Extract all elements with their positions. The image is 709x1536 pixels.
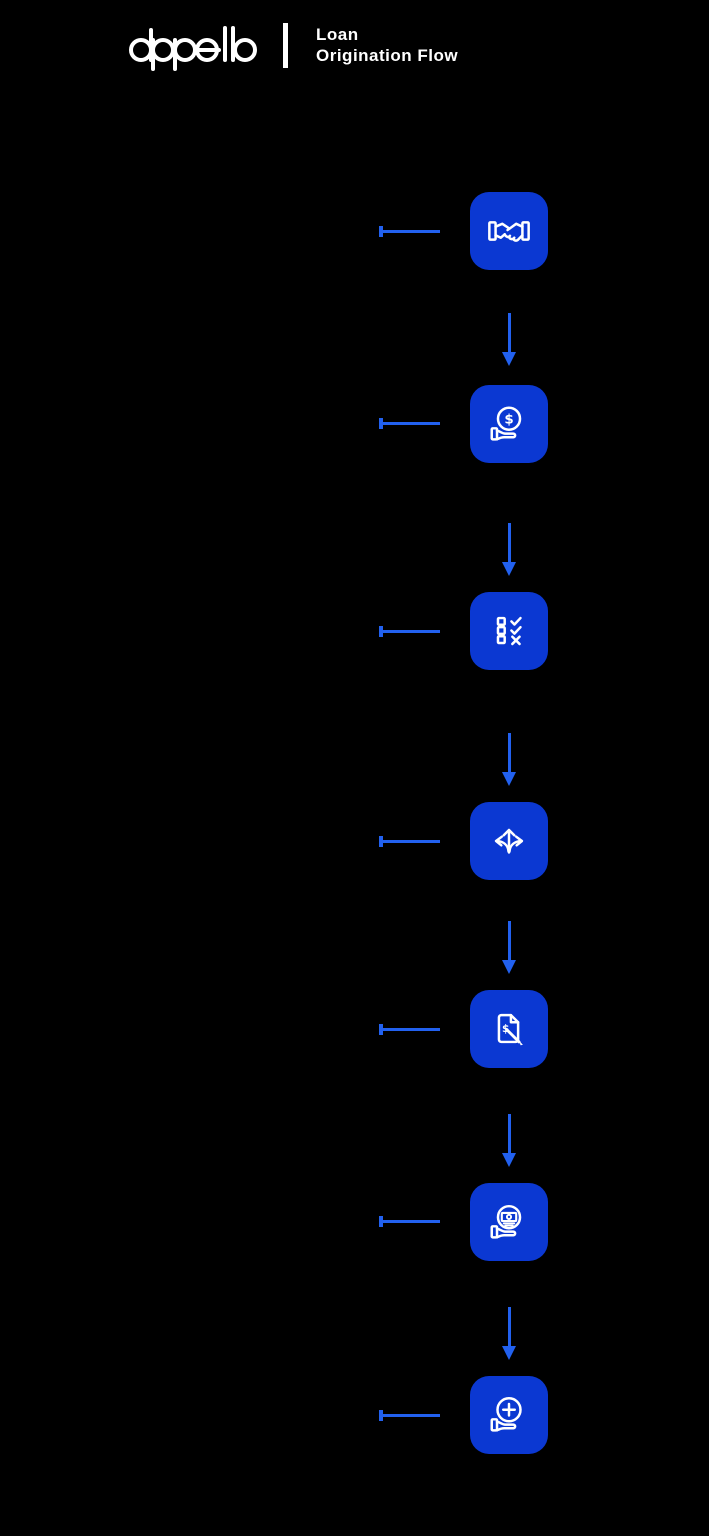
arrow-head-icon <box>502 562 516 576</box>
step-1-leader-line <box>379 226 440 237</box>
flow-arrow-2 <box>495 523 523 576</box>
hand-holding-dollar-coin-icon: $ <box>490 406 522 441</box>
leader-tick <box>379 1410 383 1421</box>
flow-step-1-tile <box>470 192 548 270</box>
checklist-icon <box>496 616 522 646</box>
title-line-2: Origination Flow <box>316 46 459 65</box>
title-line-1: Loan <box>316 25 359 44</box>
leader-line <box>382 1414 440 1417</box>
flow-arrow-5 <box>495 1114 523 1167</box>
arrow-head-icon <box>502 960 516 974</box>
decision-split-arrows-icon <box>494 828 524 854</box>
flow-arrow-3 <box>495 733 523 786</box>
arrow-head-icon <box>502 1346 516 1360</box>
hand-holding-plus-icon <box>490 1396 522 1432</box>
handshake-icon <box>488 221 530 242</box>
arrow-shaft <box>507 523 511 563</box>
flow-step-6-tile <box>470 1183 548 1261</box>
arrow-head-icon <box>502 1153 516 1167</box>
svg-text:$: $ <box>504 413 513 428</box>
leader-line <box>382 840 440 843</box>
arrow-shaft <box>507 1114 511 1154</box>
leader-line <box>382 1220 440 1223</box>
arrow-head-icon <box>502 352 516 366</box>
brand-separator-bar <box>283 23 288 68</box>
leader-tick <box>379 418 383 429</box>
flow-step-5-tile: $ <box>470 990 548 1068</box>
flow-arrow-1 <box>495 313 523 366</box>
leader-tick <box>379 836 383 847</box>
flow-step-2-tile: $ <box>470 385 548 463</box>
hand-holding-cash-icon <box>490 1204 522 1239</box>
step-5-leader-line <box>379 1024 440 1035</box>
leader-line <box>382 1028 440 1031</box>
flow-step-7-tile <box>470 1376 548 1454</box>
arrow-shaft <box>507 921 511 961</box>
leader-line <box>382 630 440 633</box>
leader-line <box>382 230 440 233</box>
page-title: Loan Origination Flow <box>316 24 458 66</box>
appello-logo <box>127 23 259 73</box>
step-7-leader-line <box>379 1410 440 1421</box>
flow-step-3-tile <box>470 592 548 670</box>
flow-step-4-tile <box>470 802 548 880</box>
arrow-shaft <box>507 733 511 773</box>
leader-tick <box>379 1216 383 1227</box>
step-6-leader-line <box>379 1216 440 1227</box>
flow-arrow-4 <box>495 921 523 974</box>
leader-tick <box>379 226 383 237</box>
flow-arrow-6 <box>495 1307 523 1360</box>
step-3-leader-line <box>379 626 440 637</box>
step-4-leader-line <box>379 836 440 847</box>
leader-line <box>382 422 440 425</box>
arrow-head-icon <box>502 772 516 786</box>
leader-tick <box>379 626 383 637</box>
arrow-shaft <box>507 313 511 353</box>
arrow-shaft <box>507 1307 511 1347</box>
leader-tick <box>379 1024 383 1035</box>
loan-document-signing-icon: $ <box>497 1013 523 1046</box>
step-2-leader-line <box>379 418 440 429</box>
